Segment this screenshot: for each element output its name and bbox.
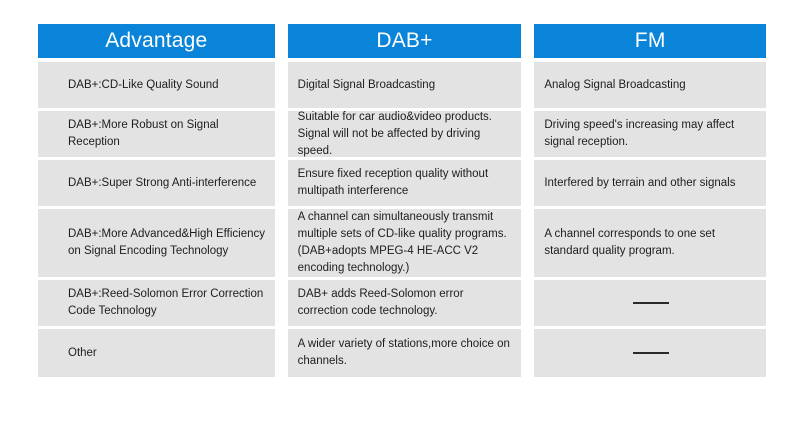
table-cell-fm-5 bbox=[534, 280, 766, 326]
dash-line-icon bbox=[632, 352, 669, 354]
cell-text: Ensure fixed reception quality without m… bbox=[297, 168, 489, 197]
table-cell-dabplus-6: A wider variety of stations,more choice … bbox=[287, 329, 522, 377]
cell-text: Other bbox=[68, 346, 97, 359]
column-header-fm: FM bbox=[534, 24, 766, 58]
cell-text: DAB+:Super Strong Anti-interference bbox=[68, 176, 257, 189]
table-cell-advantage-1: DAB+:CD-Like Quality Sound bbox=[38, 62, 275, 108]
cell-text: Suitable for car audio&video products. S… bbox=[297, 110, 492, 157]
comparison-table: Advantage DAB+:CD-Like Quality Sound DAB… bbox=[38, 24, 766, 380]
cell-text: DAB+:More Robust on Signal Reception bbox=[68, 119, 219, 148]
table-cell-dabplus-2: Suitable for car audio&video products. S… bbox=[287, 110, 522, 157]
table-cell-dabplus-4: A channel can simultaneously transmit mu… bbox=[287, 209, 522, 277]
table-cell-advantage-6: Other bbox=[38, 329, 275, 377]
table-column-advantage: Advantage DAB+:CD-Like Quality Sound DAB… bbox=[38, 24, 275, 380]
cell-text: DAB+:CD-Like Quality Sound bbox=[68, 78, 219, 91]
cell-text: Interfered by terrain and other signals bbox=[544, 176, 736, 189]
table-cell-advantage-5: DAB+:Reed-Solomon Error Correction Code … bbox=[38, 280, 275, 326]
table-cell-fm-1: Analog Signal Broadcasting bbox=[534, 62, 766, 108]
column-header-dabplus: DAB+ bbox=[287, 24, 522, 58]
table-cell-advantage-4: DAB+:More Advanced&High Efficiency on Si… bbox=[38, 209, 275, 277]
table-cell-fm-3: Interfered by terrain and other signals bbox=[534, 160, 766, 206]
table-cell-advantage-3: DAB+:Super Strong Anti-interference bbox=[38, 160, 275, 206]
cell-text: DAB+:More Advanced&High Efficiency on Si… bbox=[68, 228, 265, 257]
table-cell-dabplus-5: DAB+ adds Reed-Solomon error correction … bbox=[287, 280, 522, 326]
cell-text: Driving speed's increasing may affect si… bbox=[544, 119, 735, 148]
column-header-advantage: Advantage bbox=[38, 24, 275, 58]
table-cell-fm-4: A channel corresponds to one set standar… bbox=[534, 209, 766, 277]
table-cell-advantage-2: DAB+:More Robust on Signal Reception bbox=[38, 111, 275, 157]
table-cell-fm-6 bbox=[534, 329, 766, 377]
cell-text: A channel can simultaneously transmit mu… bbox=[297, 211, 507, 274]
cell-text: A wider variety of stations,more choice … bbox=[297, 338, 510, 367]
table-column-fm: FM Analog Signal Broadcasting Driving sp… bbox=[534, 24, 766, 380]
cell-text: DAB+:Reed-Solomon Error Correction Code … bbox=[68, 288, 264, 317]
cell-text: Digital Signal Broadcasting bbox=[297, 78, 436, 91]
cell-text: DAB+ adds Reed-Solomon error correction … bbox=[297, 288, 464, 317]
dash-line-icon bbox=[632, 302, 669, 304]
table-cell-dabplus-3: Ensure fixed reception quality without m… bbox=[287, 160, 522, 206]
table-cell-dabplus-1: Digital Signal Broadcasting bbox=[287, 62, 522, 108]
cell-text: Analog Signal Broadcasting bbox=[544, 78, 686, 91]
table-column-dabplus: DAB+ Digital Signal Broadcasting Suitabl… bbox=[287, 24, 522, 380]
cell-text: A channel corresponds to one set standar… bbox=[544, 228, 716, 257]
table-cell-fm-2: Driving speed's increasing may affect si… bbox=[534, 111, 766, 157]
